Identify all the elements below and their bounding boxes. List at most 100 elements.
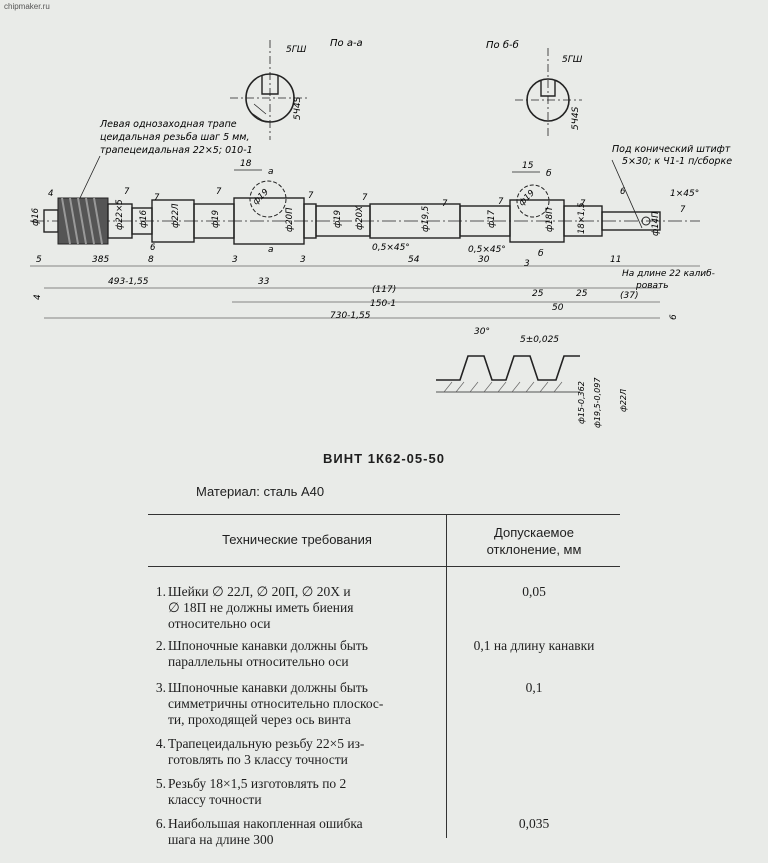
dim-18: 18 (240, 159, 252, 169)
row-text-line: шага на длине 300 (168, 832, 274, 847)
tol-7g: 7 (498, 197, 504, 207)
dia-19-5: ф19,5 (421, 206, 431, 232)
tol-4-base: 4 (33, 294, 43, 300)
dim-chamfer2: 0,5×45° (468, 245, 506, 255)
row-number: 1. (155, 584, 166, 599)
row-number: 3. (155, 680, 166, 695)
row-number: 2. (155, 638, 166, 653)
row-text-line: симметричны относительно плоскос- (168, 696, 384, 711)
row-value: 0,1 (525, 680, 543, 695)
tol-7d: 7 (308, 191, 314, 201)
row-text-line: относительно оси (168, 616, 271, 631)
row-text-line: Шпоночные канавки должны быть (168, 638, 368, 653)
rough-label-b: 5ГШ (562, 55, 583, 65)
dia-16b: ф16 (139, 209, 149, 228)
note-thread-1: Левая однозаходная трапе (99, 119, 237, 130)
tol-6-right: 6 (620, 187, 626, 197)
tol-7e: 7 (362, 193, 368, 203)
thread-dia3: ф22Л (619, 389, 628, 412)
row-number: 5. (155, 776, 166, 791)
tol-7c: 7 (216, 187, 222, 197)
row-text-line: готовлять по 3 классу точности (168, 752, 348, 767)
dia-22x5: ф22×5 (115, 199, 125, 230)
row-value: 0,035 (518, 816, 550, 831)
row-text-line: Шейки ∅ 22Л, ∅ 20П, ∅ 20Х и (168, 584, 351, 599)
header-tolerance: Допускаемое отклонение, мм (448, 524, 620, 558)
dia-14p: ф14П (651, 211, 661, 236)
tol-6-base: 6 (669, 314, 679, 320)
note-thread-2: цеидальная резьба шаг 5 мм, (100, 132, 249, 143)
note-pin-2: 5×30; к Ч1-1 п/сборке (622, 156, 732, 167)
row-text-line: параллельны относительно оси (168, 654, 349, 669)
dim-11: 11 (610, 255, 621, 265)
technical-drawing: По а-а 5ГШ 5Ч4S По б-б 5ГШ 5Ч4S Левая од… (30, 38, 732, 428)
thread-dia2: ф19,5-0,097 (593, 377, 602, 428)
dim-8: 8 (148, 255, 154, 265)
tol-7b: 7 (154, 193, 160, 203)
diameter-labels: ф16 ф22×5 ф16 ф22Л ф19 ф19 ф20П ф19 ф20Х… (31, 187, 661, 236)
note-calib-1: На длине 22 калиб- (622, 269, 715, 279)
dim-150: 150-1 (370, 299, 396, 309)
thread-dia1: ф15-0,362 (577, 381, 586, 424)
row-text-line: Резьбу 18×1,5 изготовлять по 2 (168, 776, 347, 791)
dim-25a: 25 (532, 289, 544, 299)
label-b-top: б (546, 169, 552, 179)
tol-4-left: 4 (48, 189, 53, 199)
dim-3c: 3 (524, 259, 530, 269)
row-number: 6. (155, 816, 166, 831)
label-a-bottom: а (268, 245, 274, 255)
note-calib-2: ровать (635, 281, 669, 291)
row-text-line: ∅ 18П не должны иметь биения (168, 600, 354, 615)
dimension-values: 5 385 8 3 3 0,5×45° 0,5×45° 54 30 3 11 Н… (33, 243, 715, 321)
dim-37: (37) (620, 291, 638, 301)
dim-54: 54 (408, 255, 420, 265)
dim-15: 15 (522, 161, 534, 171)
thread-angle: 30° (474, 327, 490, 337)
dia-18x1-5: 18×1,5 (577, 203, 587, 234)
dim-33: 33 (258, 277, 270, 287)
section-b-view: По б-б 5ГШ 5Ч4S (486, 39, 583, 138)
dim-117: (117) (372, 285, 396, 295)
thread-pitch: 5±0,025 (520, 335, 559, 345)
section-a-view: По а-а 5ГШ 5Ч4S (230, 38, 363, 140)
watermark: chipmaker.ru (4, 2, 50, 11)
dim-3a: 3 (232, 255, 238, 265)
dim-25b: 25 (576, 289, 588, 299)
tol-7f: 7 (442, 199, 448, 209)
row-text-line: классу точности (168, 792, 262, 807)
label-a-top: а (268, 167, 274, 177)
dim-50: 50 (552, 303, 564, 313)
part-title: ВИНТ 1К62-05-50 (323, 451, 445, 466)
dia-19a: ф19 (211, 210, 221, 228)
dim-493: 493-1,55 (108, 277, 149, 287)
material-label: Материал: сталь А40 (196, 484, 325, 499)
row-text-line: Шпоночные канавки должны быть (168, 680, 368, 695)
dia-19b: ф19 (251, 187, 271, 207)
row-text-line: Трапецеидальную резьбу 22×5 из- (168, 736, 365, 751)
row-value: 0,05 (522, 584, 546, 599)
chamfer-right: 1×45° (670, 189, 699, 199)
row-text-line: Наибольшая накопленная ошибка (168, 816, 363, 831)
dia-17: ф17 (487, 209, 497, 228)
row-text-line: ти, проходящей через ось винта (168, 712, 351, 727)
dia-16: ф16 (31, 207, 41, 226)
header-tolerance-1: Допускаемое (494, 525, 574, 540)
screw-shaft (30, 180, 700, 245)
dim-3b: 3 (300, 255, 306, 265)
tolerance-markers: 4 7 7 7 7 7 7 7 7 7 6 6 (48, 187, 686, 253)
dim-385: 385 (92, 255, 109, 265)
dim-5ch4s-a: 5Ч4S (293, 96, 303, 120)
dia-18p: ф18П (545, 207, 555, 232)
tol-7a: 7 (124, 187, 130, 197)
header-tolerance-2: отклонение, мм (486, 542, 582, 557)
note-thread-3: трапецеидальная 22×5; 010-1 (100, 145, 253, 156)
dim-5ch4s-b: 5Ч4S (571, 106, 581, 130)
dia-19c: ф19 (333, 210, 343, 228)
dia-20x: ф20Х (355, 206, 365, 230)
section-b-label: По б-б (486, 39, 519, 51)
tol-6-left: 6 (150, 243, 156, 253)
header-requirements: Технические требования (222, 532, 372, 547)
dim-30: 30 (478, 255, 490, 265)
tol-7i: 7 (680, 205, 686, 215)
label-b-bottom: б (538, 249, 544, 259)
